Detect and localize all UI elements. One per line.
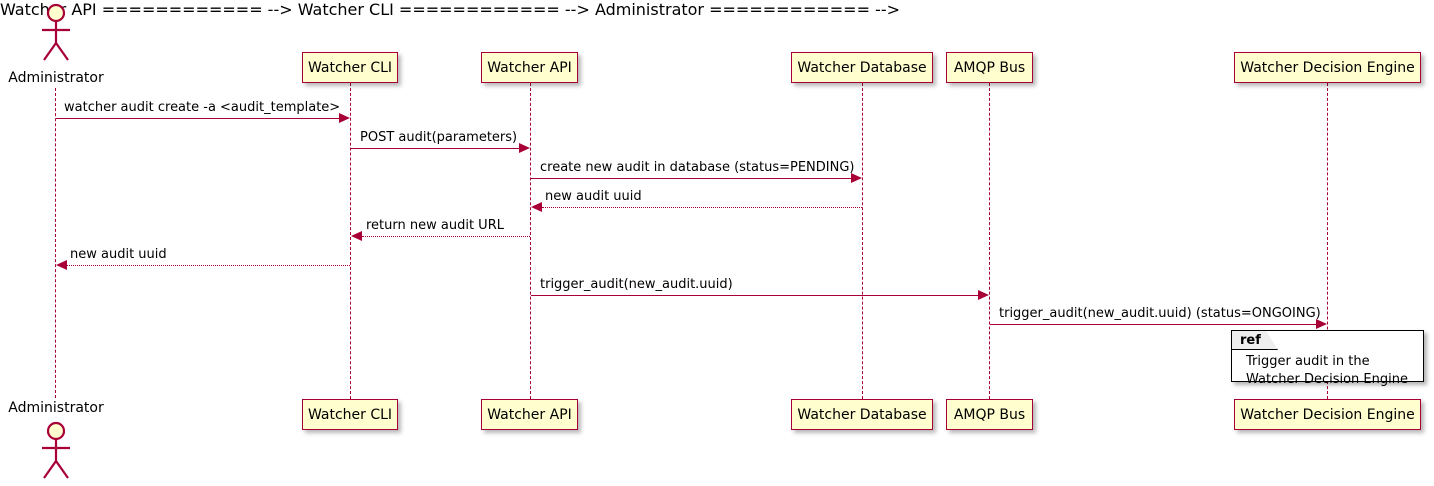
ref-fragment-tab: ref (1232, 331, 1278, 350)
lifeline-watcher-api (530, 83, 531, 399)
participant-watcher-database-top[interactable]: Watcher Database (791, 52, 933, 83)
message-7-arrowhead-icon (978, 290, 989, 300)
message-8-line (990, 324, 1316, 325)
participant-watcher-cli-bottom[interactable]: Watcher CLI (302, 399, 398, 430)
message-3-label: create new audit in database (status=PEN… (540, 160, 855, 175)
lifeline-watcher-cli (350, 83, 351, 399)
message-1-line (56, 118, 339, 119)
lifeline-administrator (55, 88, 56, 398)
ref-fragment: ref Trigger audit in the Watcher Decisio… (1231, 330, 1424, 387)
participant-watcher-api-bottom[interactable]: Watcher API (481, 399, 578, 430)
actor-administrator-top-label: Administrator (8, 70, 104, 86)
message-4-label: new audit uuid (545, 189, 642, 204)
message-8-label: trigger_audit(new_audit.uuid) (status=ON… (999, 306, 1321, 321)
message-3-line (531, 178, 851, 179)
message-6-line (67, 265, 350, 266)
participant-label: Watcher Database (797, 406, 927, 423)
participant-label: Watcher Decision Engine (1240, 406, 1415, 423)
participant-label: AMQP Bus (953, 406, 1026, 423)
lifeline-amqp-bus (989, 83, 990, 399)
message-2-label: POST audit(parameters) (360, 130, 518, 145)
lifeline-watcher-decision-engine (1327, 83, 1328, 399)
participant-amqp-bus-bottom[interactable]: AMQP Bus (946, 399, 1033, 430)
actor-administrator-bottom-label: Administrator (8, 400, 104, 416)
message-8-arrowhead-icon (1316, 319, 1327, 329)
message-3-arrowhead-icon (851, 173, 862, 183)
message-4-arrowhead-icon (531, 202, 542, 212)
message-7-label: trigger_audit(new_audit.uuid) (540, 277, 733, 292)
participant-amqp-bus-top[interactable]: AMQP Bus (946, 52, 1033, 83)
ref-fragment-text: Trigger audit in the Watcher Decision En… (1246, 354, 1408, 387)
actor-administrator-top-icon (42, 3, 70, 61)
participant-label: Watcher API (487, 59, 572, 76)
message-5-label: return new audit URL (366, 218, 504, 233)
message-2-arrowhead-icon (519, 143, 530, 153)
participant-watcher-cli-top[interactable]: Watcher CLI (302, 52, 398, 83)
message-1-arrowhead-icon (339, 113, 350, 123)
message-7-line (531, 295, 978, 296)
participant-label: AMQP Bus (953, 59, 1026, 76)
participant-label: Watcher Decision Engine (1240, 59, 1415, 76)
message-5-line (362, 236, 530, 237)
participant-label: Watcher Database (797, 59, 927, 76)
message-5-arrowhead-icon (351, 231, 362, 241)
actor-administrator-bottom-icon (42, 421, 70, 479)
participant-label: Watcher CLI (307, 59, 393, 76)
message-4-line (542, 207, 862, 208)
participant-watcher-decision-engine-bottom[interactable]: Watcher Decision Engine (1234, 399, 1421, 430)
message-6-arrowhead-icon (56, 260, 67, 270)
message-1-label: watcher audit create -a <audit_template> (64, 100, 341, 115)
participant-watcher-api-top[interactable]: Watcher API (481, 52, 578, 83)
ref-fragment-tab-label: ref (1240, 332, 1261, 348)
message-2-line (351, 148, 519, 149)
participant-label: Watcher API (487, 406, 572, 423)
message-6-label: new audit uuid (70, 247, 167, 262)
participant-label: Watcher CLI (307, 406, 393, 423)
participant-watcher-database-bottom[interactable]: Watcher Database (791, 399, 933, 430)
participant-watcher-decision-engine-top[interactable]: Watcher Decision Engine (1234, 52, 1421, 83)
lifeline-watcher-database (862, 83, 863, 399)
